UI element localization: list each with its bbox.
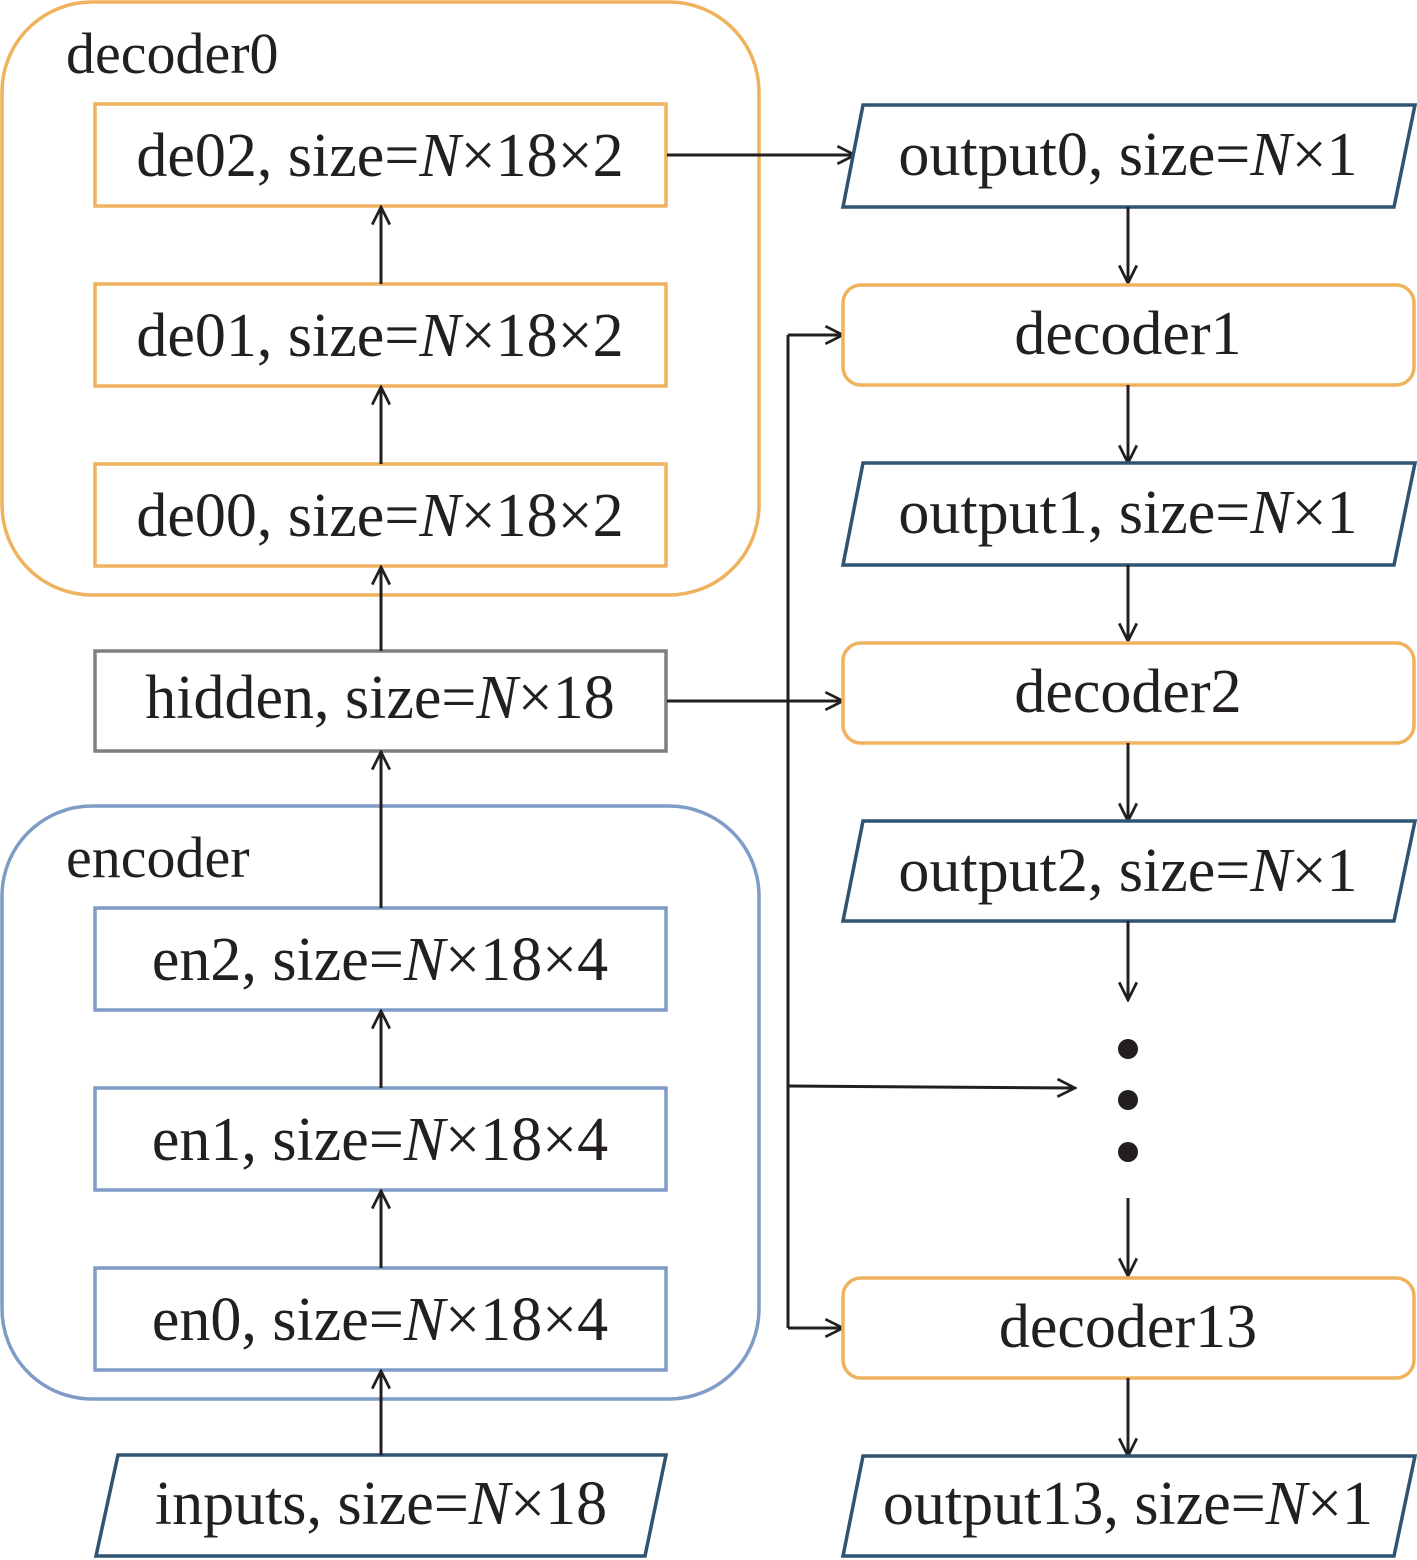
layer-en1-label: en1, size=N×18×4 [152, 1106, 608, 1174]
encoder-group: encoder en2, size=N×18×4 en1, size=N×18×… [0, 804, 761, 1401]
decoder2-node[interactable]: decoder2 [841, 641, 1416, 745]
encoder-group-title: encoder [66, 825, 250, 890]
layer-de02-label: de02, size=N×18×2 [136, 122, 623, 190]
layer-en0-label: en0, size=N×18×4 [152, 1286, 608, 1354]
output0-node[interactable]: output0, size=N×1 [840, 103, 1417, 209]
output1-node[interactable]: output1, size=N×1 [840, 461, 1417, 567]
layer-hidden-label: hidden, size=N×18 [145, 664, 614, 732]
ellipsis-dot [1118, 1142, 1138, 1162]
layer-de01-label: de01, size=N×18×2 [136, 302, 623, 370]
ellipsis-dot [1118, 1090, 1138, 1110]
ellipsis-dot [1118, 1039, 1138, 1059]
decoder0-group: decoder0 de02, size=N×18×2 de01, size=N×… [0, 0, 761, 597]
output13-node[interactable]: output13, size=N×1 [840, 1454, 1417, 1558]
decoder0-group-title: decoder0 [66, 21, 279, 86]
layer-en1[interactable]: en1, size=N×18×4 [93, 1086, 668, 1192]
layer-en2-label: en2, size=N×18×4 [152, 926, 608, 994]
output13-label: output13, size=N×1 [883, 1470, 1373, 1538]
arrow-bus-to-ellipsis [787, 1086, 1075, 1088]
layer-en0[interactable]: en0, size=N×18×4 [93, 1266, 668, 1372]
layer-de02[interactable]: de02, size=N×18×2 [93, 102, 668, 208]
decoder1-label: decoder1 [1014, 300, 1241, 368]
decoder1-node[interactable]: decoder1 [841, 283, 1416, 387]
inputs-label: inputs, size=N×18 [155, 1470, 607, 1538]
ellipsis-dots [1118, 1039, 1138, 1162]
output0-label: output0, size=N×1 [898, 121, 1357, 189]
layer-de01[interactable]: de01, size=N×18×2 [93, 282, 668, 388]
layer-de00-label: de00, size=N×18×2 [136, 482, 623, 550]
output2-node[interactable]: output2, size=N×1 [840, 819, 1417, 923]
decoder2-label: decoder2 [1014, 658, 1241, 726]
decoder13-node[interactable]: decoder13 [841, 1276, 1416, 1380]
output1-label: output1, size=N×1 [898, 479, 1357, 547]
layer-hidden[interactable]: hidden, size=N×18 [93, 649, 668, 753]
decoder13-label: decoder13 [999, 1293, 1257, 1361]
inputs-node[interactable]: inputs, size=N×18 [93, 1453, 669, 1558]
layer-de00[interactable]: de00, size=N×18×2 [93, 462, 668, 568]
output2-label: output2, size=N×1 [898, 837, 1357, 905]
layer-en2[interactable]: en2, size=N×18×4 [93, 906, 668, 1012]
